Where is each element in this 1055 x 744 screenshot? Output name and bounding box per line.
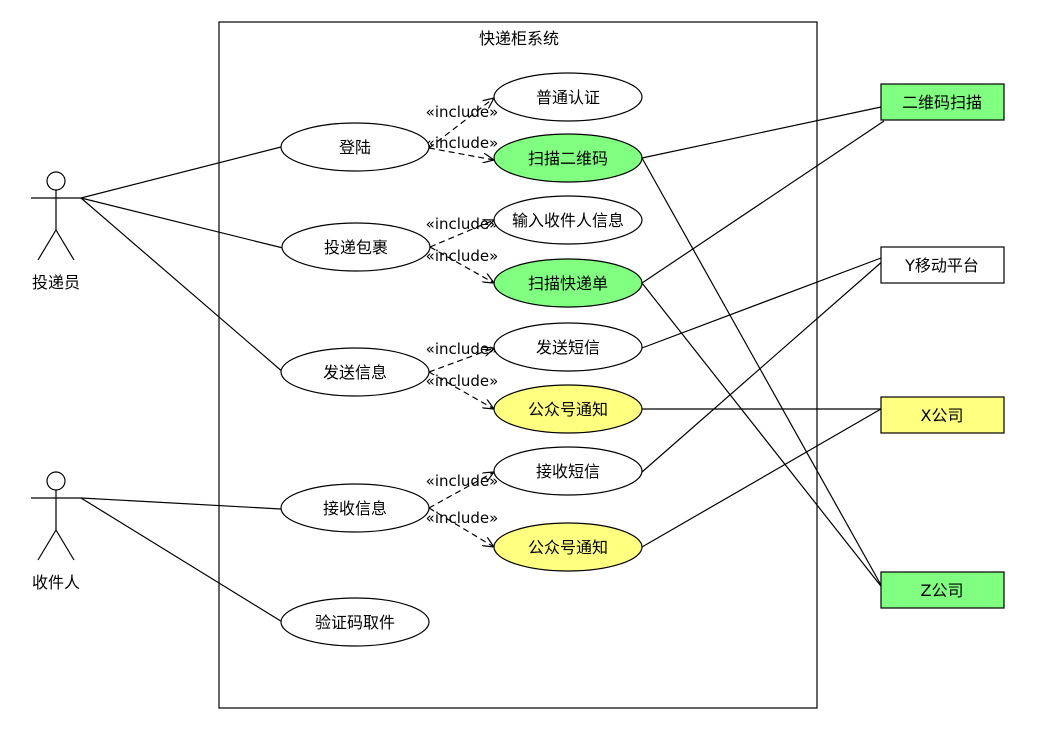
usecase-input-recipient-label: 输入收件人信息 bbox=[512, 211, 624, 230]
include-deliver-input bbox=[429, 220, 494, 248]
assoc-scan-qr-qrscan bbox=[641, 106, 882, 159]
usecase-send-sms-label: 发送短信 bbox=[536, 338, 600, 357]
assoc-scan-qr-zcompany bbox=[641, 157, 882, 586]
include-send-info-send-sms bbox=[428, 348, 494, 373]
assoc-courier-deliver bbox=[80, 197, 284, 249]
include-label: «include» bbox=[426, 134, 499, 152]
assoc-scan-waybill-qrscan bbox=[641, 120, 885, 284]
usecase-code-pickup-label: 验证码取件 bbox=[315, 613, 395, 632]
assoc-courier-login bbox=[80, 146, 282, 199]
usecase-receive-info[interactable]: 接收信息 bbox=[280, 483, 430, 533]
usecase-scan-waybill[interactable]: 扫描快递单 bbox=[493, 258, 643, 308]
usecase-normal-auth[interactable]: 普通认证 bbox=[493, 72, 643, 122]
assoc-notify2-xcompany bbox=[641, 408, 882, 548]
include-login-normal-auth bbox=[428, 98, 494, 149]
external-qr-scan[interactable]: 二维码扫描 bbox=[880, 83, 1005, 121]
external-qr-scan-label: 二维码扫描 bbox=[902, 93, 982, 112]
include-receive-info-notify2 bbox=[428, 507, 494, 547]
external-z-company-label: Z公司 bbox=[921, 581, 964, 600]
usecase-deliver-package[interactable]: 投递包裹 bbox=[281, 222, 431, 272]
assoc-scan-waybill-zcompany bbox=[641, 282, 885, 591]
external-z-company[interactable]: Z公司 bbox=[880, 571, 1005, 609]
include-login-scan-qr bbox=[428, 147, 494, 160]
usecase-official-notify-1[interactable]: 公众号通知 bbox=[493, 384, 643, 434]
include-label: «include» bbox=[426, 103, 499, 121]
external-y-platform-label: Y移动平台 bbox=[904, 256, 979, 275]
include-label: «include» bbox=[426, 509, 499, 527]
usecase-login[interactable]: 登陆 bbox=[280, 122, 430, 172]
usecase-send-info[interactable]: 发送信息 bbox=[280, 347, 430, 397]
usecase-login-label: 登陆 bbox=[339, 138, 371, 157]
usecase-send-info-label: 发送信息 bbox=[323, 363, 387, 382]
include-label: «include» bbox=[426, 472, 499, 490]
external-x-company[interactable]: X公司 bbox=[880, 396, 1005, 434]
actor-recipient-label: 收件人 bbox=[32, 573, 80, 592]
include-label: «include» bbox=[426, 215, 499, 233]
include-send-info-notify1 bbox=[428, 371, 494, 409]
usecase-deliver-package-label: 投递包裹 bbox=[324, 238, 388, 257]
include-deliver-scan-waybill bbox=[429, 246, 494, 283]
actor-recipient[interactable]: 收件人 bbox=[31, 471, 81, 592]
usecase-input-recipient[interactable]: 输入收件人信息 bbox=[493, 195, 643, 245]
include-receive-info-receive-sms bbox=[428, 472, 494, 509]
assoc-send-sms-yplatform bbox=[641, 257, 882, 349]
usecase-scan-waybill-label: 扫描快递单 bbox=[528, 274, 608, 293]
assoc-receive-sms-yplatform bbox=[641, 259, 885, 473]
usecase-code-pickup[interactable]: 验证码取件 bbox=[280, 597, 430, 647]
usecase-normal-auth-label: 普通认证 bbox=[536, 88, 600, 107]
assoc-courier-send-info bbox=[80, 197, 285, 374]
actor-courier[interactable]: 投递员 bbox=[31, 171, 81, 292]
include-label: «include» bbox=[426, 340, 499, 358]
usecase-receive-sms-label: 接收短信 bbox=[536, 462, 600, 481]
system-title: 快递柜系统 bbox=[479, 29, 559, 48]
usecase-official-notify-2[interactable]: 公众号通知 bbox=[493, 522, 643, 572]
include-label: «include» bbox=[426, 247, 499, 265]
actor-courier-label: 投递员 bbox=[32, 273, 80, 292]
usecase-receive-sms[interactable]: 接收短信 bbox=[493, 446, 643, 496]
external-x-company-label: X公司 bbox=[921, 406, 964, 425]
assoc-recipient-receive-info bbox=[80, 497, 282, 510]
external-y-platform[interactable]: Y移动平台 bbox=[880, 246, 1005, 284]
usecase-scan-qr[interactable]: 扫描二维码 bbox=[493, 133, 643, 183]
include-label: «include» bbox=[426, 372, 499, 390]
assoc-recipient-code-pickup bbox=[80, 497, 285, 624]
usecase-official-notify-1-label: 公众号通知 bbox=[528, 400, 608, 419]
usecase-send-sms[interactable]: 发送短信 bbox=[493, 322, 643, 372]
usecase-official-notify-2-label: 公众号通知 bbox=[528, 538, 608, 557]
usecase-receive-info-label: 接收信息 bbox=[323, 499, 387, 518]
usecase-scan-qr-label: 扫描二维码 bbox=[528, 149, 608, 168]
